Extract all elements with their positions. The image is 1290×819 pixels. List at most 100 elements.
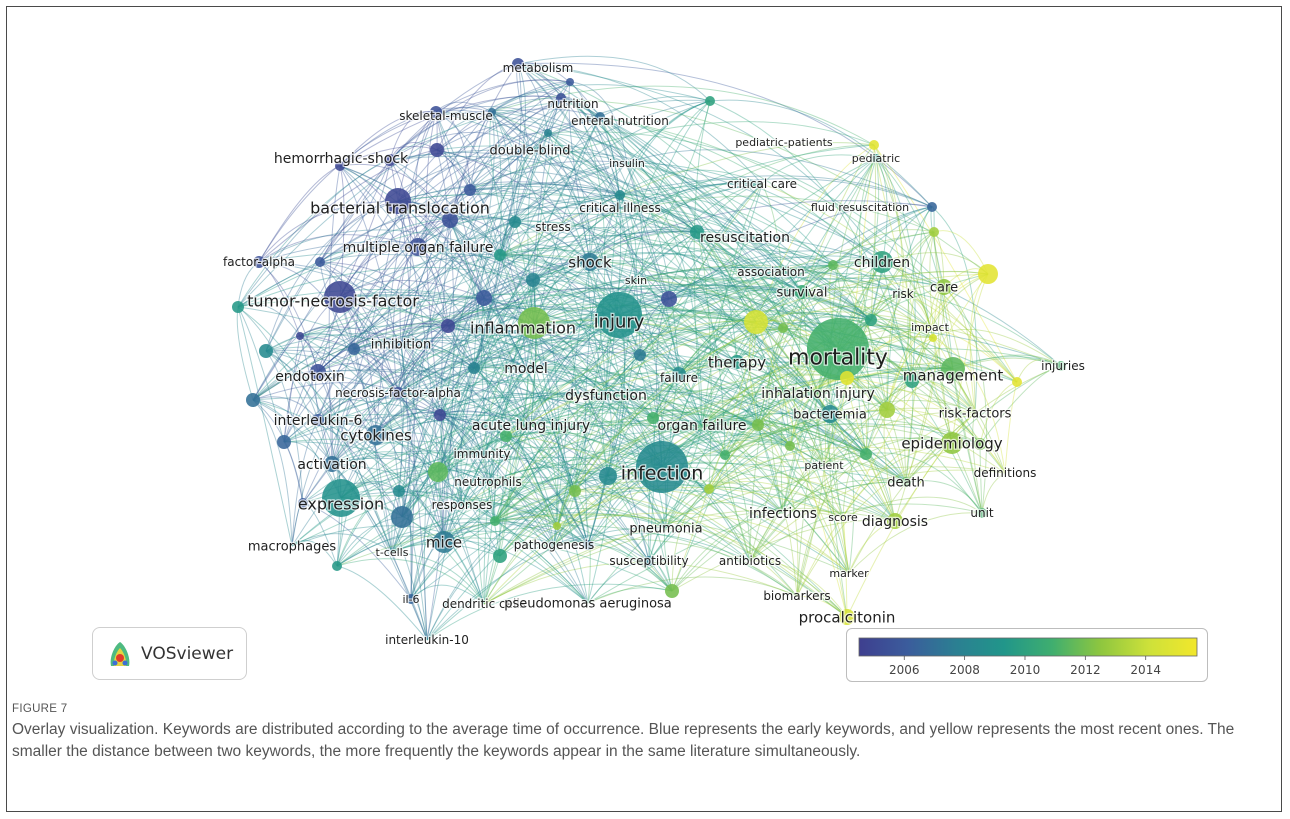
label-injury[interactable]: injury	[592, 310, 646, 333]
node-bubble[interactable]	[500, 430, 512, 442]
node-bubble[interactable]	[391, 506, 413, 528]
label-bacteremia[interactable]: bacteremia	[792, 406, 868, 423]
label-bacterial-translocation[interactable]: bacterial translocation	[309, 197, 491, 218]
label-shock[interactable]: shock	[567, 252, 613, 272]
label-model[interactable]: model	[503, 360, 549, 378]
node-bubble[interactable]	[556, 93, 566, 103]
label-macrophages[interactable]: macrophages	[247, 538, 338, 555]
node-care[interactable]	[936, 279, 952, 295]
node-bubble[interactable]	[335, 161, 345, 171]
node-stress[interactable]	[509, 216, 521, 228]
node-bubble[interactable]	[490, 516, 500, 526]
label-endotoxin[interactable]: endotoxin	[274, 368, 346, 386]
node-injuries[interactable]	[1056, 361, 1066, 371]
node-metabolism[interactable]	[512, 58, 524, 70]
label-critical-care[interactable]: critical care	[726, 176, 798, 192]
node-bubble[interactable]	[879, 402, 895, 418]
node-bubble[interactable]	[634, 349, 646, 361]
node-bubble[interactable]	[647, 412, 659, 424]
node-bubble[interactable]	[860, 448, 872, 460]
node-management[interactable]	[941, 357, 965, 381]
label-hemorrhagic-shock[interactable]: hemorrhagic-shock	[273, 150, 411, 168]
label-tumor-necrosis-factor[interactable]: tumor-necrosis-factor	[246, 290, 421, 311]
node-cytokines[interactable]	[366, 425, 386, 445]
label-pediatric[interactable]: pediatric	[851, 151, 902, 166]
label-pseudomonas-aeruginosa[interactable]: pseudomonas aeruginosa	[503, 595, 673, 612]
label-risk[interactable]: risk	[891, 286, 915, 302]
label-cytokines[interactable]: cytokines	[339, 425, 413, 445]
node-bubble[interactable]	[974, 438, 986, 450]
node-enteral-nutrition[interactable]	[595, 112, 605, 122]
node-children[interactable]	[871, 251, 893, 273]
node-infection[interactable]	[636, 441, 688, 493]
label-interleukin-6[interactable]: interleukin-6	[272, 412, 363, 430]
label-marker[interactable]: marker	[828, 566, 870, 581]
label-neutrophils[interactable]: neutrophils	[453, 474, 523, 490]
label-fluid-resuscitation[interactable]: fluid resuscitation	[810, 200, 911, 215]
node-bubble[interactable]	[778, 323, 788, 333]
node-failure[interactable]	[672, 367, 686, 381]
node-therapy[interactable]	[730, 355, 744, 369]
node-bubble[interactable]	[785, 441, 795, 451]
label-children[interactable]: children	[853, 254, 912, 272]
node-bubble[interactable]	[476, 290, 492, 306]
label-mortality[interactable]: mortality	[787, 345, 889, 372]
node-expression[interactable]	[322, 479, 360, 517]
node-bubble[interactable]	[905, 374, 919, 388]
node-bubble[interactable]	[488, 108, 496, 116]
node-bubble[interactable]	[1012, 377, 1022, 387]
label-mice[interactable]: mice	[425, 532, 464, 552]
node-bubble[interactable]	[246, 393, 260, 407]
label-resuscitation[interactable]: resuscitation	[699, 229, 791, 247]
node-bubble[interactable]	[296, 332, 304, 340]
label-inflammation[interactable]: inflammation	[469, 317, 577, 338]
node-bubble[interactable]	[865, 314, 877, 326]
node-bubble[interactable]	[704, 484, 714, 494]
node-bubble[interactable]	[840, 371, 854, 385]
node-bubble[interactable]	[566, 78, 574, 86]
node-pediatric-patients[interactable]	[869, 140, 879, 150]
node-shock[interactable]	[581, 253, 599, 271]
node-inflammation[interactable]	[518, 307, 550, 339]
node-factor-alpha[interactable]	[253, 256, 265, 268]
label-diagnosis[interactable]: diagnosis	[861, 513, 930, 531]
node-epidemiology[interactable]	[941, 432, 963, 454]
node-death[interactable]	[901, 477, 911, 487]
label-impact[interactable]: impact	[910, 320, 951, 335]
label-biomarkers[interactable]: biomarkers	[762, 588, 832, 604]
node-bubble[interactable]	[393, 485, 405, 497]
node-bubble[interactable]	[494, 249, 506, 261]
label-responses[interactable]: responses	[430, 497, 493, 513]
label-il-6[interactable]: il-6	[401, 592, 420, 607]
node-resuscitation[interactable]	[690, 225, 704, 239]
node-unit[interactable]	[977, 508, 987, 518]
label-skeletal-muscle[interactable]: skeletal-muscle	[398, 108, 494, 124]
node-necrosis-factor-alpha[interactable]	[392, 387, 404, 399]
label-definitions[interactable]: definitions	[972, 465, 1037, 481]
node-bubble[interactable]	[720, 450, 730, 460]
label-therapy[interactable]: therapy	[707, 352, 768, 372]
node-bubble[interactable]	[332, 561, 342, 571]
label-susceptibility[interactable]: susceptibility	[608, 553, 690, 569]
node-susceptibility[interactable]	[644, 556, 654, 566]
label-unit[interactable]: unit	[969, 505, 995, 521]
label-infection[interactable]: infection	[620, 461, 705, 485]
node-skeletal-muscle[interactable]	[430, 106, 442, 118]
label-patient[interactable]: patient	[803, 458, 845, 473]
label-activation[interactable]: activation	[296, 456, 368, 474]
node-bubble[interactable]	[665, 584, 679, 598]
label-association[interactable]: association	[736, 264, 806, 280]
node-bubble[interactable]	[599, 467, 617, 485]
label-critical-illness[interactable]: critical illness	[578, 200, 662, 216]
label-t-cells[interactable]: t-cells	[374, 545, 410, 560]
label-acute-lung-injury[interactable]: acute lung injury	[471, 417, 592, 435]
node-bacteremia[interactable]	[821, 405, 839, 423]
node-bubble[interactable]	[744, 310, 768, 334]
label-insulin[interactable]: insulin	[608, 156, 646, 171]
node-bubble[interactable]	[315, 257, 325, 267]
node-bubble[interactable]	[348, 343, 360, 355]
label-expression[interactable]: expression	[297, 493, 386, 514]
node-bubble[interactable]	[615, 190, 625, 200]
label-dysfunction[interactable]: dysfunction	[564, 387, 648, 405]
node-bubble[interactable]	[468, 362, 480, 374]
